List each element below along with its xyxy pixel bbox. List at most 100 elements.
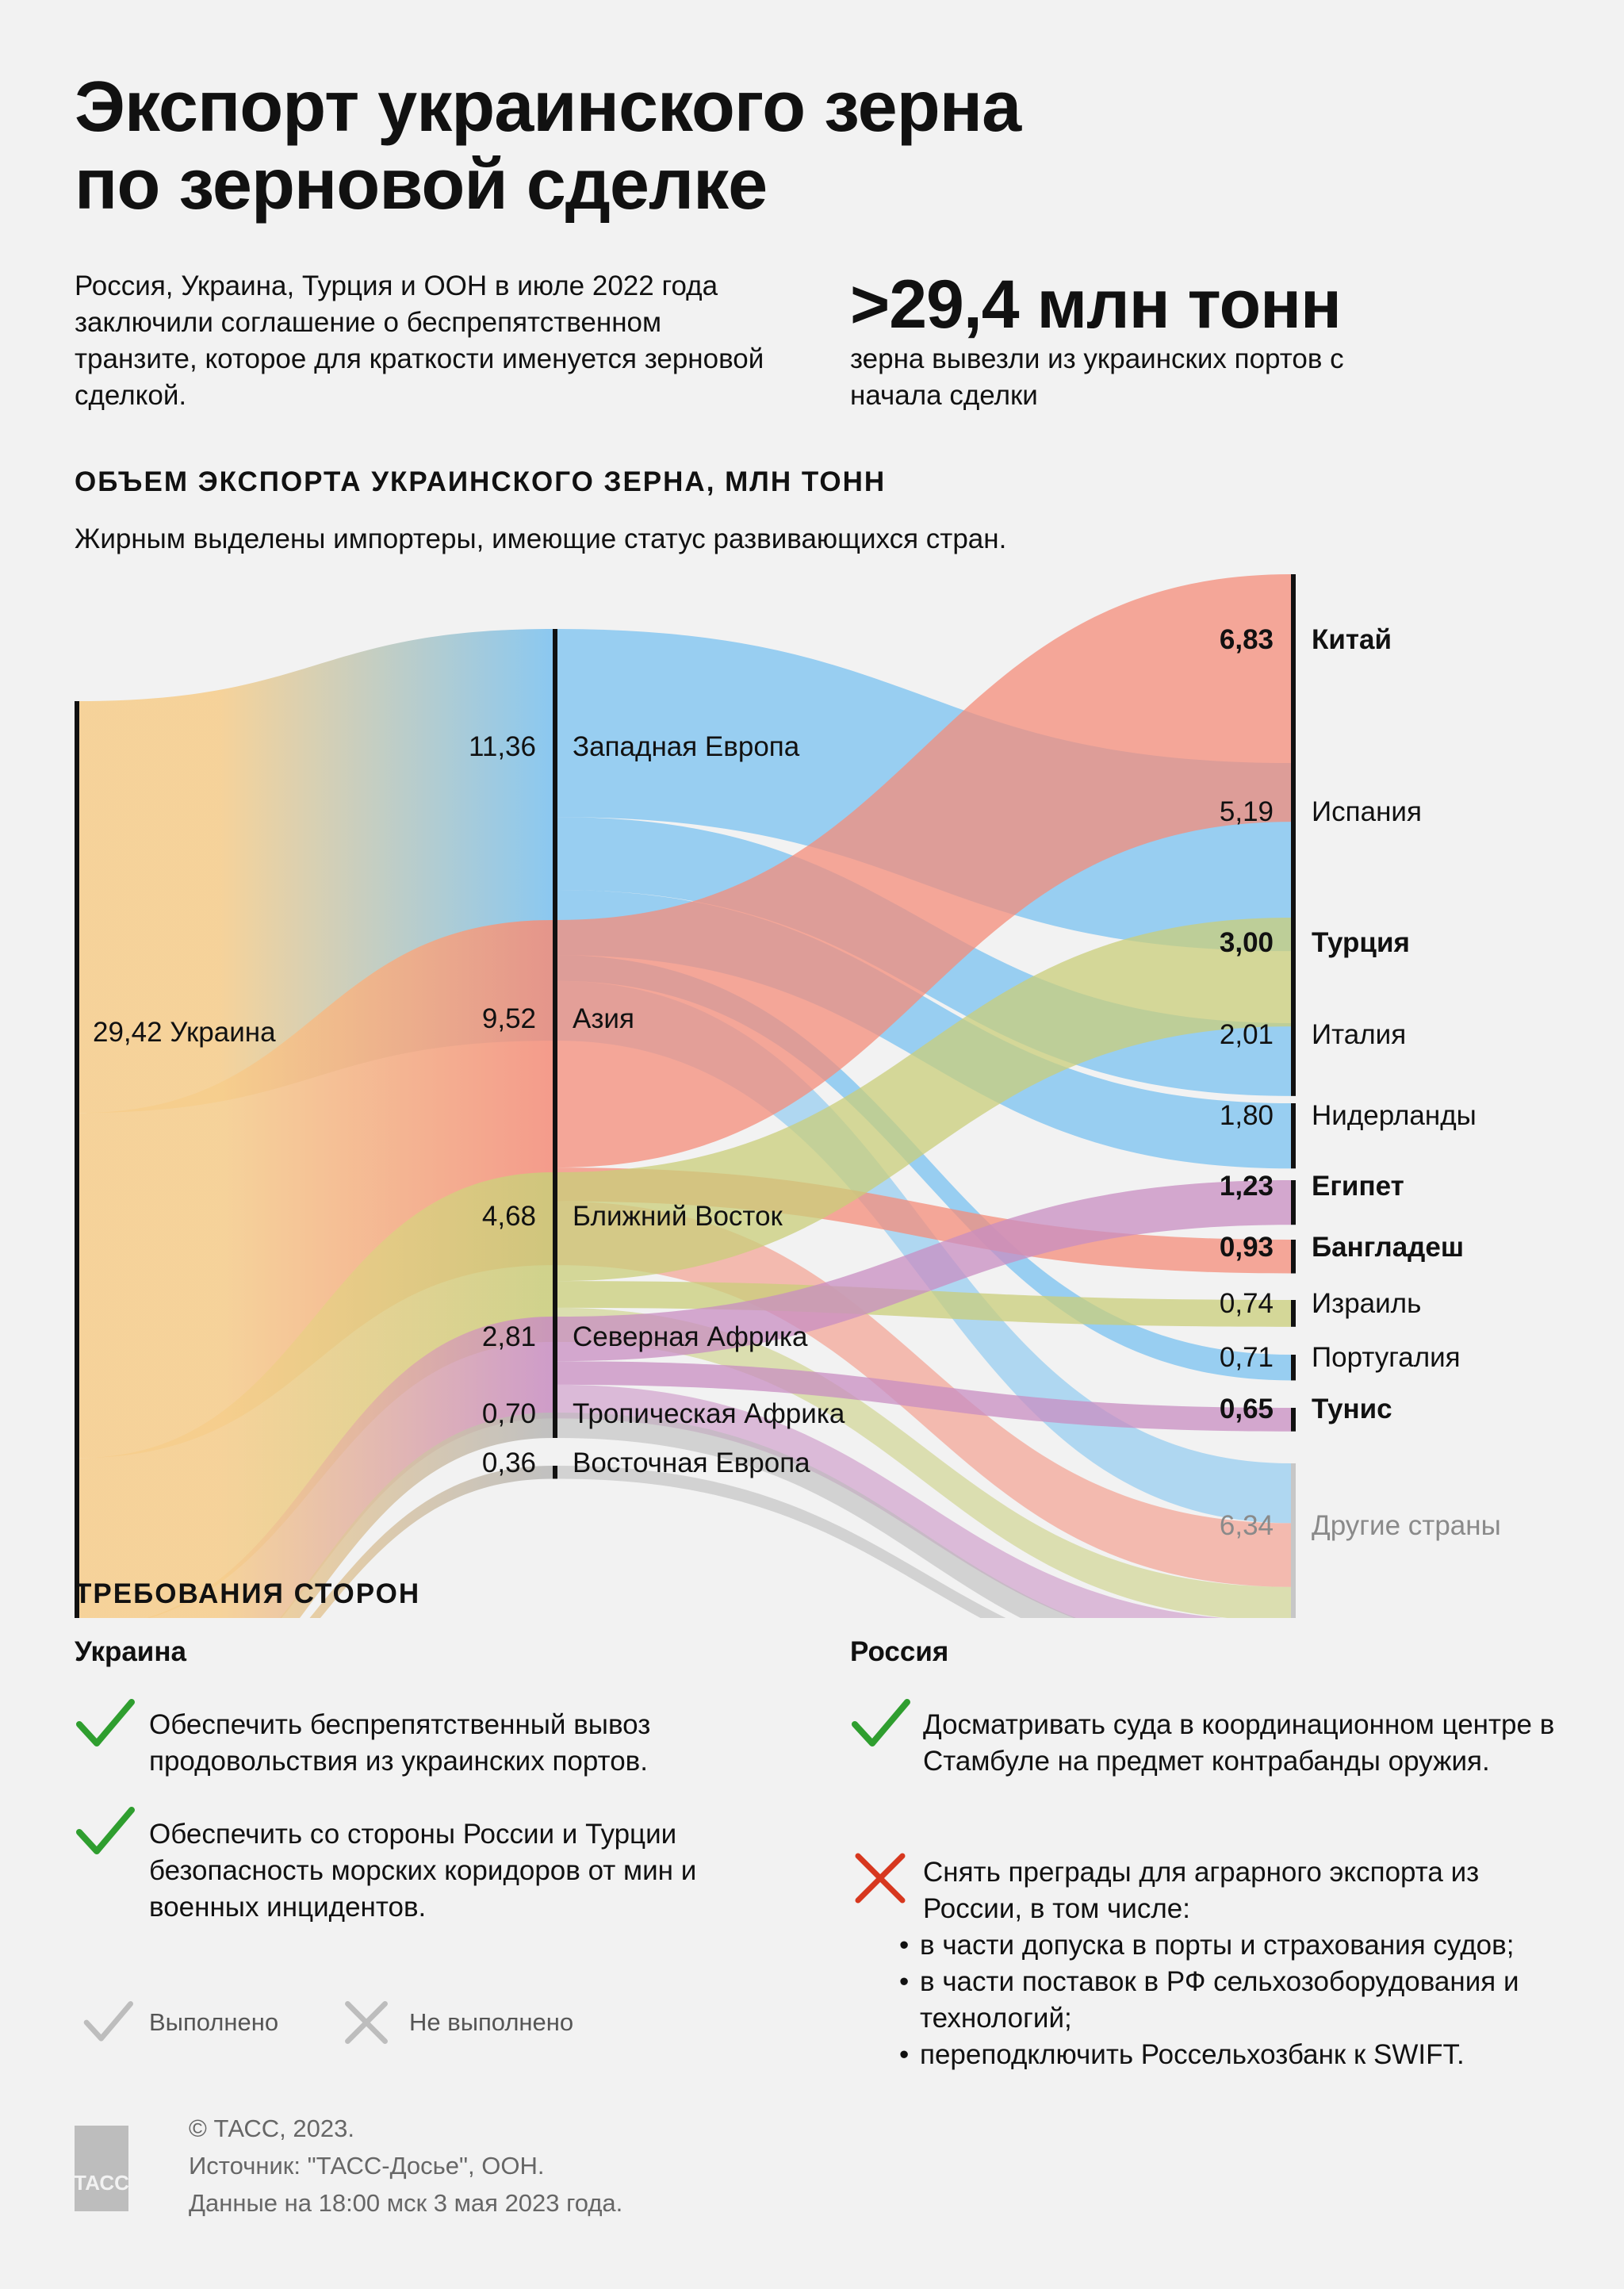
flow-source-to-na — [146, 1317, 553, 1618]
node-country-bar-bd — [1291, 1240, 1296, 1274]
node-region-bar-me — [553, 1172, 557, 1342]
sankey-links — [79, 574, 1291, 1618]
source-label: 29,42 Украина — [93, 1017, 276, 1048]
flow-we-to-pt — [557, 955, 1291, 1381]
country-value-tr: 3,00 — [1220, 927, 1274, 958]
russia-req-2-bullets: в части допуска в порты и страхования су… — [899, 1927, 1581, 2073]
country-value-cn: 6,83 — [1220, 624, 1274, 655]
node-country-bar-nl — [1291, 1103, 1296, 1169]
intro-text: Россия, Украина, Турция и ООН в июле 202… — [75, 270, 764, 411]
flow-na-to-other — [557, 1384, 1224, 1618]
footer-date: Данные на 18:00 мск 3 мая 2023 года. — [189, 2189, 623, 2217]
country-value-il: 0,74 — [1220, 1288, 1274, 1319]
country-label-tr: Турция — [1312, 927, 1410, 958]
region-label-asia: Азия — [573, 1003, 634, 1034]
title-line-2: по зерновой сделке — [75, 145, 768, 224]
region-label-ta: Тропическая Африка — [573, 1398, 845, 1429]
requirements-title: ТРЕБОВАНИЯ СТОРОН — [75, 1578, 421, 1609]
flow-na-to-tn — [557, 1361, 1291, 1432]
ukraine-req-1: Обеспечить беспрепятственный вывоз продо… — [149, 1709, 651, 1777]
page-title: Экспорт украинского зерна по зерновой сд… — [75, 68, 1021, 224]
title-line-1: Экспорт украинского зерна — [75, 67, 1021, 147]
region-value-we: 11,36 — [469, 731, 536, 762]
flow-source-to-asia — [79, 920, 553, 1459]
node-country-bar-pt — [1291, 1355, 1296, 1381]
country-value-bd: 0,93 — [1220, 1232, 1274, 1263]
country-value-es: 5,19 — [1220, 796, 1274, 827]
russia-req-1: Досматривать суда в координационном цент… — [923, 1709, 1555, 1777]
country-label-it: Италия — [1312, 1019, 1406, 1050]
flow-ee-to-other — [557, 1466, 1006, 1618]
country-label-pt: Португалия — [1312, 1342, 1461, 1373]
country-value-tn: 0,65 — [1220, 1394, 1274, 1424]
chart-title: ОБЪЕМ ЭКСПОРТА УКРАИНСКОГО ЗЕРНА, МЛН ТО… — [75, 466, 887, 497]
headline-caption: зерна вывезли из украинских портов с нач… — [850, 343, 1344, 411]
legend-not-done-label: Не выполнено — [409, 2008, 574, 2036]
flow-source-to-me — [79, 1172, 553, 1618]
country-value-eg: 1,23 — [1220, 1171, 1274, 1202]
cross-icon — [855, 1853, 906, 1904]
node-region-bar-ee — [553, 1466, 557, 1479]
check-icon — [852, 1699, 910, 1746]
list-item: переподключить Россельхозбанк к SWIFT. — [899, 2037, 1581, 2073]
region-label-ee: Восточная Европа — [573, 1447, 810, 1478]
country-value-it: 2,01 — [1220, 1019, 1274, 1050]
node-country-bar-tr — [1291, 918, 1296, 1027]
country-label-tn: Тунис — [1312, 1394, 1392, 1424]
node-country-bar-it — [1291, 1023, 1296, 1096]
node-region-bar-ta — [553, 1413, 557, 1438]
russia-req-2: Снять преграды для аграрного экспорта из… — [923, 1857, 1480, 1924]
region-value-asia: 9,52 — [482, 1003, 536, 1034]
list-item: в части допуска в порты и страхования су… — [899, 1927, 1581, 1964]
sankey-chart: 29,42 Украина 11,36 Западная Европа 9,52 Ази… — [75, 574, 1501, 1618]
check-icon — [76, 1807, 135, 1854]
flow-na-to-eg — [557, 1180, 1291, 1362]
node-country-bar-cn — [1291, 574, 1296, 822]
footer-source: Источник: "ТАСС-Досье", ООН. — [189, 2152, 545, 2180]
country-label-es: Испания — [1312, 796, 1422, 827]
region-label-na: Северная Африка — [573, 1321, 808, 1352]
flow-me-to-other — [557, 1307, 1291, 1618]
country-value-pt: 0,71 — [1220, 1342, 1274, 1373]
region-value-ta: 0,70 — [482, 1398, 536, 1429]
country-label-il: Израиль — [1312, 1288, 1421, 1319]
list-item: в части поставок в РФ сельхозоборудовани… — [899, 1964, 1581, 2037]
node-region-bar-we — [553, 629, 557, 1041]
node-region-bar-asia — [553, 920, 557, 1266]
node-region-bar-na — [553, 1317, 557, 1419]
region-label-we: Западная Европа — [573, 731, 800, 762]
headline-value: >29,4 млн тонн — [850, 266, 1342, 343]
node-country-bar-tn — [1291, 1408, 1296, 1432]
chart-note: Жирным выделены импортеры, имеющие стату… — [75, 523, 1007, 554]
node-country-bar-other — [1291, 1463, 1296, 1618]
country-label-other: Другие страны — [1312, 1510, 1501, 1541]
sankey-labels: 29,42 Украина 11,36 Западная Европа 9,52 Ази… — [93, 624, 1501, 1541]
ukraine-req-2: Обеспечить со стороны России и Турции бе… — [149, 1819, 697, 1923]
russia-heading: Россия — [850, 1636, 949, 1667]
node-country-bar-il — [1291, 1300, 1296, 1327]
legend-check-icon — [83, 2001, 133, 2042]
flow-asia-to-cn — [557, 574, 1291, 1168]
legend-cross-icon — [345, 2001, 388, 2044]
footer-copyright: © ТАСС, 2023. — [189, 2115, 354, 2142]
country-label-eg: Египет — [1312, 1171, 1404, 1202]
country-label-nl: Нидерланды — [1312, 1100, 1477, 1131]
region-value-na: 2,81 — [482, 1321, 536, 1352]
country-label-bd: Бангладеш — [1312, 1232, 1464, 1263]
check-icon — [76, 1699, 135, 1746]
flow-me-to-il — [557, 1281, 1291, 1327]
tass-logo: ТАСС — [74, 2126, 129, 2211]
flow-me-to-tr — [557, 918, 1291, 1282]
country-value-nl: 1,80 — [1220, 1100, 1274, 1131]
flow-source-to-ta — [279, 1413, 553, 1618]
region-value-ee: 0,36 — [482, 1447, 536, 1478]
legend-done-label: Выполнено — [149, 2008, 279, 2036]
country-label-cn: Китай — [1312, 624, 1392, 655]
region-label-me: Ближний Восток — [573, 1201, 783, 1232]
node-source-bar — [75, 701, 79, 1618]
country-value-other: 6,34 — [1220, 1510, 1274, 1541]
flow-ta-to-other — [557, 1413, 1077, 1618]
region-value-me: 4,68 — [482, 1201, 536, 1232]
ukraine-heading: Украина — [75, 1636, 186, 1667]
sankey-nodes — [75, 574, 1296, 1618]
